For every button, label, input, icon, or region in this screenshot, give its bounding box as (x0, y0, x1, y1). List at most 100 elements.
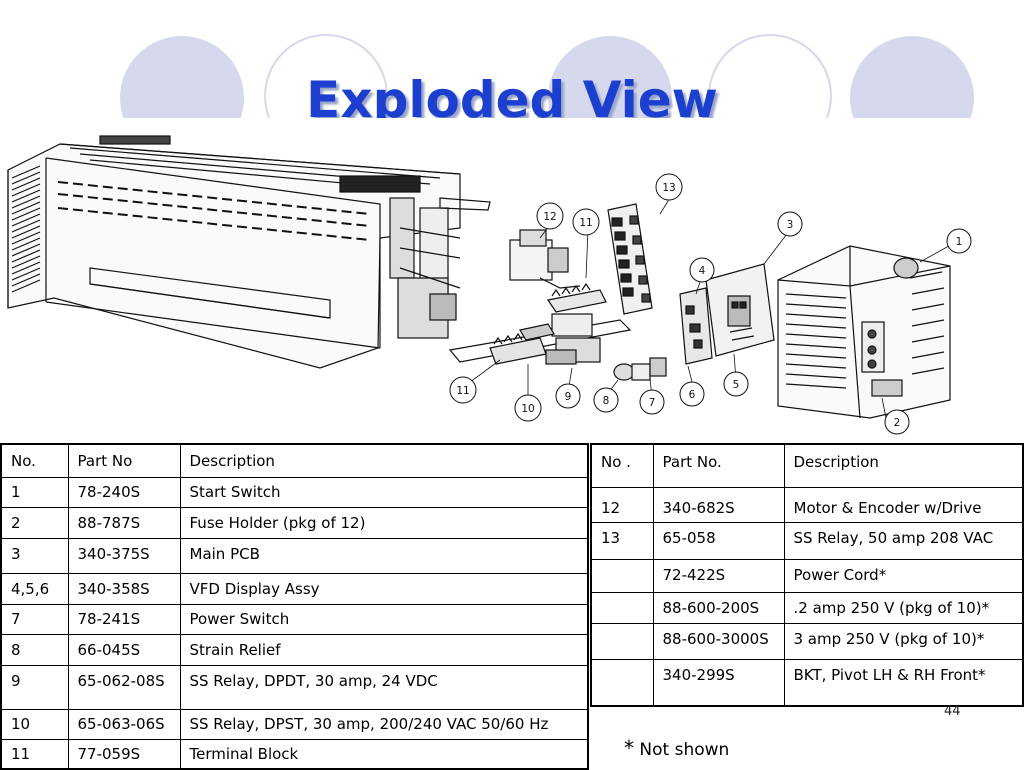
table-row: 88-600-3000S 3 amp 250 V (pkg of 10)* (590, 622, 1024, 660)
table-row: 9 65-062-08S SS Relay, DPDT, 30 amp, 24 … (0, 664, 589, 710)
cell-description: SS Relay, DPST, 30 amp, 200/240 VAC 50/6… (179, 708, 589, 740)
cell-description: Main PCB (179, 537, 589, 574)
header-no: No. (0, 443, 69, 478)
svg-text:5: 5 (733, 379, 740, 391)
cell-no: 9 (0, 664, 69, 710)
cell-part-no: 65-063-06S (67, 708, 181, 740)
callout-5: 5 (723, 371, 749, 397)
svg-text:9: 9 (565, 391, 572, 403)
svg-text:3: 3 (787, 219, 794, 231)
housing-drawing (777, 245, 951, 419)
cell-part-no: 66-045S (67, 633, 181, 666)
cell-description: SS Relay, DPDT, 30 amp, 24 VDC (179, 664, 589, 710)
cell-part-no: 88-600-200S (652, 591, 785, 624)
cell-description: Terminal Block (179, 738, 589, 770)
header-no: No . (590, 443, 654, 488)
cell-description: VFD Display Assy (179, 572, 589, 605)
callout-2: 2 (884, 409, 910, 435)
footnote-text: Not shown (639, 740, 730, 760)
cell-no: 3 (0, 537, 69, 574)
exploded-view-diagram: 1 2 3 4 5 6 7 8 9 10 11 11 12 13 (0, 118, 1024, 438)
cell-description: .2 amp 250 V (pkg of 10)* (783, 591, 1024, 624)
cell-no: 2 (0, 506, 69, 539)
parts-table-right: No . Part No. Description 12 340-682S Mo… (590, 443, 1024, 707)
table-row: 7 78-241S Power Switch (0, 603, 589, 635)
pcb-drawing (679, 263, 775, 365)
cell-description: Start Switch (179, 476, 589, 508)
svg-text:6: 6 (689, 389, 696, 401)
table-row: 13 65-058 SS Relay, 50 amp 208 VAC (590, 521, 1024, 560)
callout-3: 3 (777, 211, 803, 237)
cell-description: Power Cord* (783, 558, 1024, 593)
svg-text:2: 2 (894, 417, 901, 429)
relay-strip-drawing (607, 203, 653, 315)
cell-description: BKT, Pivot LH & RH Front* (783, 658, 1024, 707)
footnote: * Not shown (624, 736, 729, 760)
cell-part-no: 340-299S (652, 658, 785, 707)
page-number: 44 (944, 704, 961, 719)
callout-13: 13 (655, 173, 683, 201)
cell-part-no: 88-600-3000S (652, 622, 785, 660)
cell-description: Strain Relief (179, 633, 589, 666)
header-part-no: Part No. (652, 443, 785, 488)
callout-1: 1 (946, 228, 972, 254)
table-row: 10 65-063-06S SS Relay, DPST, 30 amp, 20… (0, 708, 589, 740)
motor-drawing (509, 229, 581, 289)
table-header-row: No. Part No Description (0, 443, 589, 478)
callout-11b: 11 (572, 208, 600, 236)
cell-no (590, 558, 654, 593)
table-row: 340-299S BKT, Pivot LH & RH Front* (590, 658, 1024, 707)
cell-no: 11 (0, 738, 69, 770)
header-part-no: Part No (67, 443, 181, 478)
cell-part-no: 340-375S (67, 537, 181, 574)
svg-text:10: 10 (521, 403, 534, 415)
svg-text:12: 12 (543, 211, 556, 223)
callout-8: 8 (593, 387, 619, 413)
cell-no: 7 (0, 603, 69, 635)
callout-7: 7 (639, 389, 665, 415)
table-row: 8 66-045S Strain Relief (0, 633, 589, 666)
table-row: 72-422S Power Cord* (590, 558, 1024, 593)
cell-no: 10 (0, 708, 69, 740)
parts-table-left: No. Part No Description 1 78-240S Start … (0, 443, 589, 770)
cell-no: 8 (0, 633, 69, 666)
cell-description: Fuse Holder (pkg of 12) (179, 506, 589, 539)
table-row: 1 78-240S Start Switch (0, 476, 589, 508)
svg-text:13: 13 (662, 182, 675, 194)
table-header-row: No . Part No. Description (590, 443, 1024, 488)
svg-text:11: 11 (456, 385, 469, 397)
table-row: 4,5,6 340-358S VFD Display Assy (0, 572, 589, 605)
cell-part-no: 78-240S (67, 476, 181, 508)
cell-description: 3 amp 250 V (pkg of 10)* (783, 622, 1024, 660)
cell-no: 12 (590, 486, 654, 523)
table-row: 3 340-375S Main PCB (0, 537, 589, 574)
cell-no (590, 622, 654, 660)
svg-text:11: 11 (579, 217, 592, 229)
cell-no (590, 658, 654, 707)
table-row: 2 88-787S Fuse Holder (pkg of 12) (0, 506, 589, 539)
callout-6: 6 (679, 381, 705, 407)
callout-10: 10 (514, 394, 542, 422)
callout-4: 4 (689, 257, 715, 283)
header-description: Description (783, 443, 1024, 488)
callout-12: 12 (536, 202, 564, 230)
cell-part-no: 340-682S (652, 486, 785, 523)
callout-9: 9 (555, 383, 581, 409)
callout-11a: 11 (449, 376, 477, 404)
svg-text:4: 4 (699, 265, 706, 277)
header-description: Description (179, 443, 589, 478)
svg-text:7: 7 (649, 397, 656, 409)
cell-part-no: 77-059S (67, 738, 181, 770)
footnote-asterisk: * (624, 736, 634, 760)
svg-text:1: 1 (956, 236, 963, 248)
switch-parts-drawing (613, 357, 667, 381)
relay-blocks-drawing (489, 282, 607, 365)
cell-part-no: 65-062-08S (67, 664, 181, 710)
cell-description: SS Relay, 50 amp 208 VAC (783, 521, 1024, 560)
svg-text:8: 8 (603, 395, 610, 407)
cell-part-no: 65-058 (652, 521, 785, 560)
callout-labels: 1 2 3 4 5 6 7 8 9 10 11 11 12 13 (449, 173, 972, 435)
cell-description: Motor & Encoder w/Drive (783, 486, 1024, 523)
cell-part-no: 78-241S (67, 603, 181, 635)
cell-description: Power Switch (179, 603, 589, 635)
